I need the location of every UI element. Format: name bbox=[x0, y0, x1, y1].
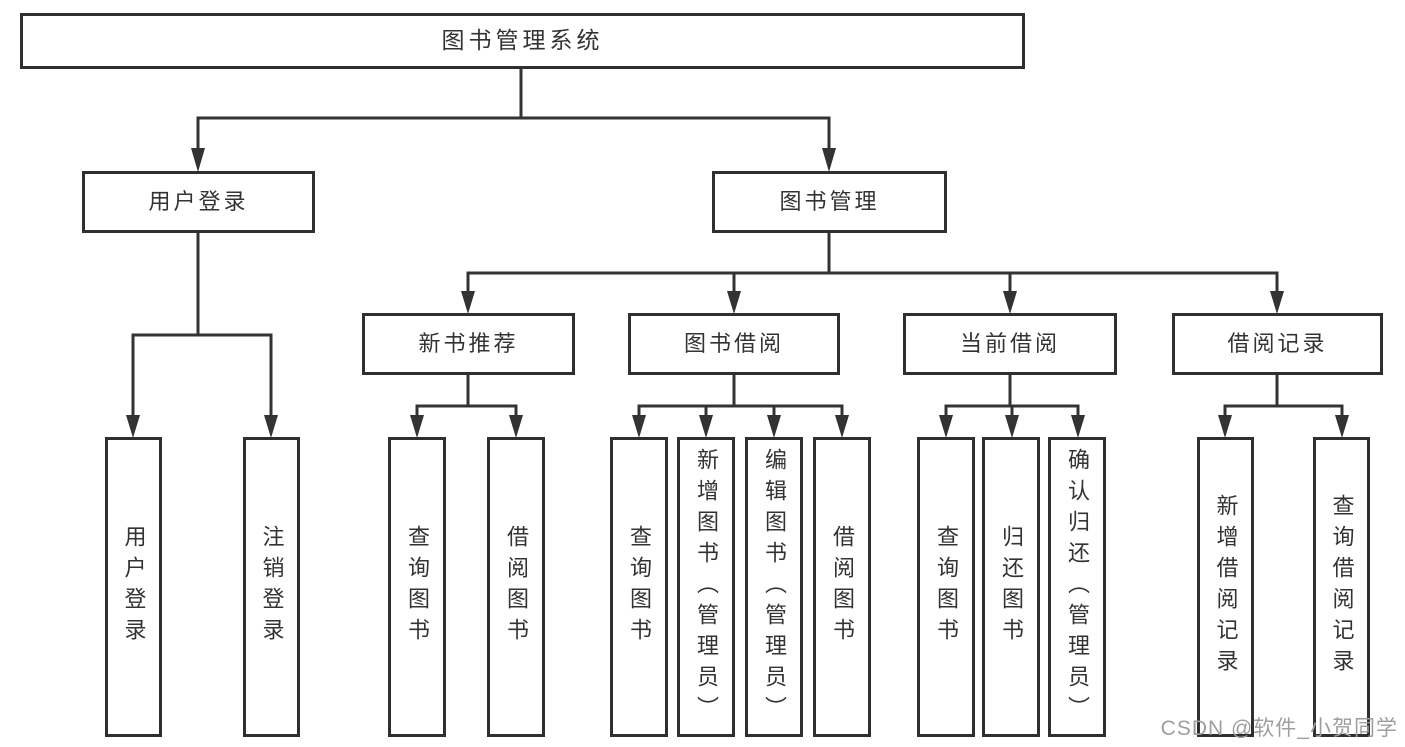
leaf-borrow-books-label: 借阅图书 bbox=[830, 525, 855, 649]
node-new-book-recommend: 新书推荐 bbox=[362, 313, 575, 375]
node-borrow-records: 借阅记录 bbox=[1172, 313, 1383, 375]
node-library-system-label: 图书管理系统 bbox=[441, 27, 604, 54]
node-book-borrow-label: 图书借阅 bbox=[683, 330, 784, 356]
node-current-borrow: 当前借阅 bbox=[903, 313, 1117, 375]
leaf-borrow-books: 借阅图书 bbox=[813, 437, 871, 737]
leaf-newbook-query-books: 查询图书 bbox=[388, 437, 446, 737]
leaf-query-borrow-record-label: 查询借阅记录 bbox=[1329, 494, 1355, 680]
leaf-newbook-borrow-books: 借阅图书 bbox=[487, 437, 545, 737]
node-user-login-label: 用户登录 bbox=[148, 188, 249, 214]
leaf-current-query-books: 查询图书 bbox=[917, 437, 975, 737]
leaf-logout: 注销登录 bbox=[243, 437, 300, 737]
leaf-borrow-query-books: 查询图书 bbox=[610, 437, 668, 737]
leaf-current-query-books-label: 查询图书 bbox=[934, 525, 959, 649]
node-book-management: 图书管理 bbox=[712, 171, 947, 233]
node-book-management-label: 图书管理 bbox=[779, 188, 880, 214]
leaf-user-login: 用户登录 bbox=[105, 437, 162, 737]
leaf-add-books-admin: 新增图书（管理员） bbox=[677, 437, 735, 737]
leaf-add-borrow-record: 新增借阅记录 bbox=[1197, 437, 1254, 737]
node-user-login: 用户登录 bbox=[82, 171, 315, 233]
node-book-borrow: 图书借阅 bbox=[628, 313, 840, 375]
leaf-confirm-return-admin-label: 确认归还（管理员） bbox=[1065, 447, 1090, 727]
node-new-book-recommend-label: 新书推荐 bbox=[418, 330, 519, 356]
leaf-edit-books-admin: 编辑图书（管理员） bbox=[745, 437, 803, 737]
node-library-system: 图书管理系统 bbox=[20, 13, 1025, 69]
leaf-confirm-return-admin: 确认归还（管理员） bbox=[1048, 437, 1106, 737]
connector-paths bbox=[131, 67, 1344, 420]
node-borrow-records-label: 借阅记录 bbox=[1227, 330, 1328, 356]
leaf-newbook-borrow-books-label: 借阅图书 bbox=[504, 525, 529, 649]
arrowheads bbox=[126, 148, 1349, 438]
leaf-user-login-label: 用户登录 bbox=[121, 525, 147, 649]
leaf-add-books-admin-label: 新增图书（管理员） bbox=[694, 447, 719, 727]
leaf-return-books: 归还图书 bbox=[982, 437, 1040, 737]
node-current-borrow-label: 当前借阅 bbox=[959, 330, 1060, 356]
leaf-newbook-query-books-label: 查询图书 bbox=[405, 525, 430, 649]
leaf-add-borrow-record-label: 新增借阅记录 bbox=[1213, 494, 1239, 680]
leaf-return-books-label: 归还图书 bbox=[999, 525, 1024, 649]
leaf-borrow-query-books-label: 查询图书 bbox=[627, 525, 652, 649]
leaf-edit-books-admin-label: 编辑图书（管理员） bbox=[762, 447, 787, 727]
leaf-query-borrow-record: 查询借阅记录 bbox=[1313, 437, 1370, 737]
watermark: CSDN @软件_小贺同学 bbox=[1160, 717, 1398, 740]
leaf-logout-label: 注销登录 bbox=[259, 525, 285, 649]
